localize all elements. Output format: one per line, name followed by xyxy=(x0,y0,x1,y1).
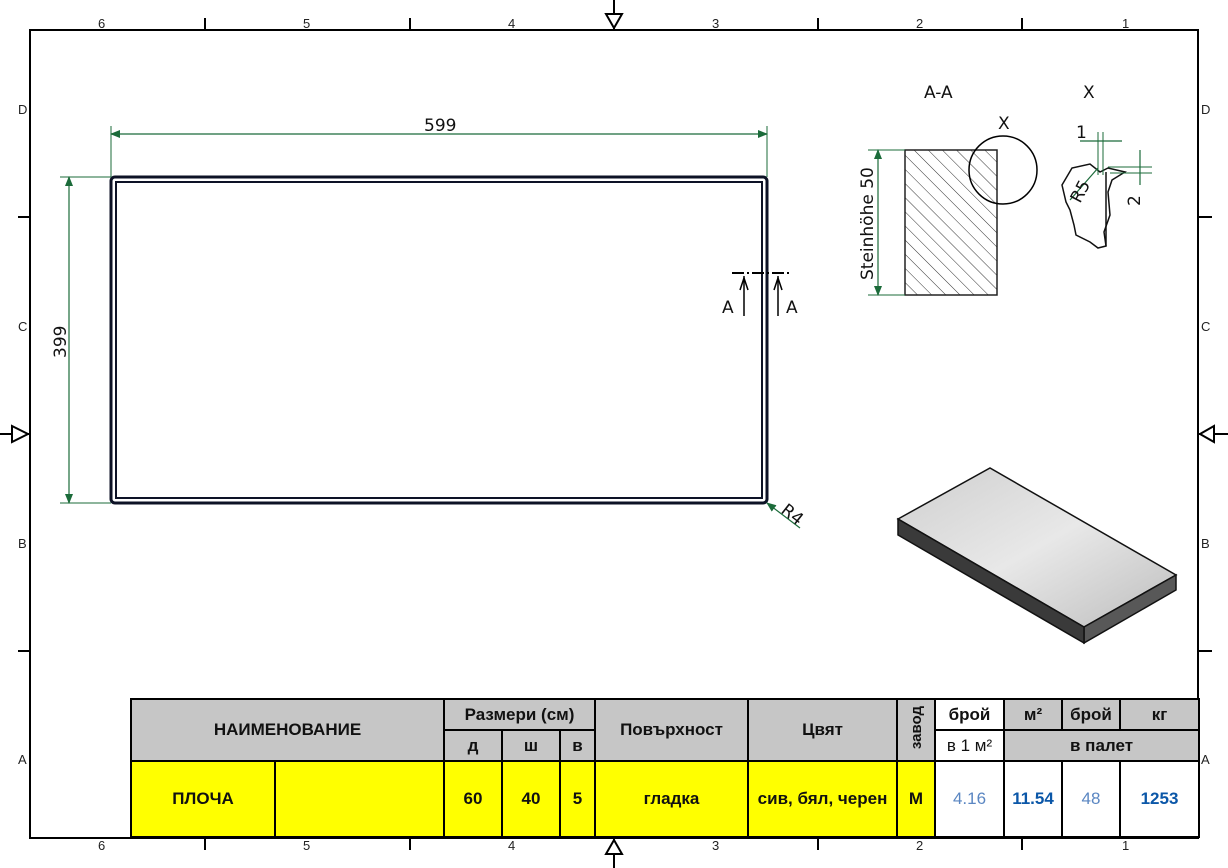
detail-radius-leader xyxy=(1069,167,1099,201)
detail-dim-2-text: 2 xyxy=(1125,195,1145,206)
zone-col-2-bottom: 2 xyxy=(916,838,923,853)
zone-col-1-top: 1 xyxy=(1122,16,1129,31)
header-count: брой xyxy=(934,698,1006,731)
corner-radius-text: R4 xyxy=(777,500,807,530)
length-dimension-text: 599 xyxy=(424,116,456,136)
header-height: в xyxy=(559,729,597,762)
zone-col-3-top: 3 xyxy=(712,16,719,31)
isometric-view xyxy=(896,467,1178,645)
detail-title: X xyxy=(1083,83,1095,103)
header-surface: Повърхност xyxy=(594,698,750,762)
header-kg: кг xyxy=(1119,698,1201,731)
zone-col-4-top: 4 xyxy=(508,16,515,31)
cell-plant: М xyxy=(896,760,937,838)
cell-width: 40 xyxy=(501,760,562,838)
section-hatched-body xyxy=(904,149,998,296)
zone-row-b-right: B xyxy=(1201,536,1210,551)
zone-col-6-top: 6 xyxy=(98,16,105,31)
cell-color: сив, бял, черен xyxy=(747,760,899,838)
header-per-m2: в 1 м² xyxy=(934,729,1006,762)
detail-view: X 1 2 R5 xyxy=(1061,83,1152,249)
detail-ref-label: X xyxy=(998,114,1010,134)
section-title: A-A xyxy=(924,83,953,103)
cell-count-pallet: 48 xyxy=(1061,760,1122,838)
cell-per-m2: 4.16 xyxy=(934,760,1006,838)
radius-leader xyxy=(766,502,801,529)
cell-height: 5 xyxy=(559,760,597,838)
section-marker-left: A xyxy=(722,298,734,318)
zone-col-3-bottom: 3 xyxy=(712,838,719,853)
zone-col-6-bottom: 6 xyxy=(98,838,105,853)
zone-col-5-bottom: 5 xyxy=(303,838,310,853)
slab-outline-outer xyxy=(109,175,769,505)
header-count-pallet: брой xyxy=(1061,698,1122,731)
cell-surface: гладка xyxy=(594,760,750,838)
zone-row-a-left: A xyxy=(18,752,27,767)
header-color: Цвят xyxy=(747,698,899,762)
section-view: A-A X Steinhöhe 50 xyxy=(858,83,1038,296)
header-pallet: в палет xyxy=(1003,729,1201,762)
zone-col-4-bottom: 4 xyxy=(508,838,515,853)
detail-circle xyxy=(968,135,1038,205)
zone-col-2-top: 2 xyxy=(916,16,923,31)
zone-row-c-right: C xyxy=(1201,319,1210,334)
zone-col-5-top: 5 xyxy=(303,16,310,31)
header-m2: м² xyxy=(1003,698,1064,731)
zone-col-1-bottom: 1 xyxy=(1122,838,1129,853)
specification-table: НАИМЕНОВАНИЕ Размери (см) Повърхност Цвя… xyxy=(129,698,1201,838)
cell-extra xyxy=(273,760,446,838)
cell-name: ПЛОЧА xyxy=(130,760,276,838)
header-dimensions: Размери (см) xyxy=(443,698,597,731)
plan-view: 599 399 R4 A A xyxy=(51,116,807,530)
header-plant: завод xyxy=(896,698,937,762)
width-dimension-text: 399 xyxy=(51,326,71,358)
zone-ticks xyxy=(18,18,1212,850)
detail-edge-profile xyxy=(1061,163,1127,249)
header-name: НАИМЕНОВАНИЕ xyxy=(129,698,446,762)
cell-m2-pallet: 11.54 xyxy=(1003,760,1064,838)
slab-outline-inner xyxy=(115,181,763,499)
cell-kg-pallet: 1253 xyxy=(1119,760,1201,838)
cell-length: 60 xyxy=(443,760,504,838)
detail-dim-1-text: 1 xyxy=(1076,123,1087,143)
zone-row-d-right: D xyxy=(1201,102,1210,117)
zone-row-c-left: C xyxy=(18,319,27,334)
zone-row-b-left: B xyxy=(18,536,27,551)
header-plant-label: завод xyxy=(907,705,925,750)
header-width: ш xyxy=(501,729,562,762)
section-marker-right: A xyxy=(786,298,798,318)
header-length: д xyxy=(443,729,504,762)
slab-side-face xyxy=(897,517,1085,645)
zone-row-a-right: A xyxy=(1201,752,1210,767)
height-dimension-text: Steinhöhe 50 xyxy=(858,167,878,280)
zone-row-d-left: D xyxy=(18,102,27,117)
